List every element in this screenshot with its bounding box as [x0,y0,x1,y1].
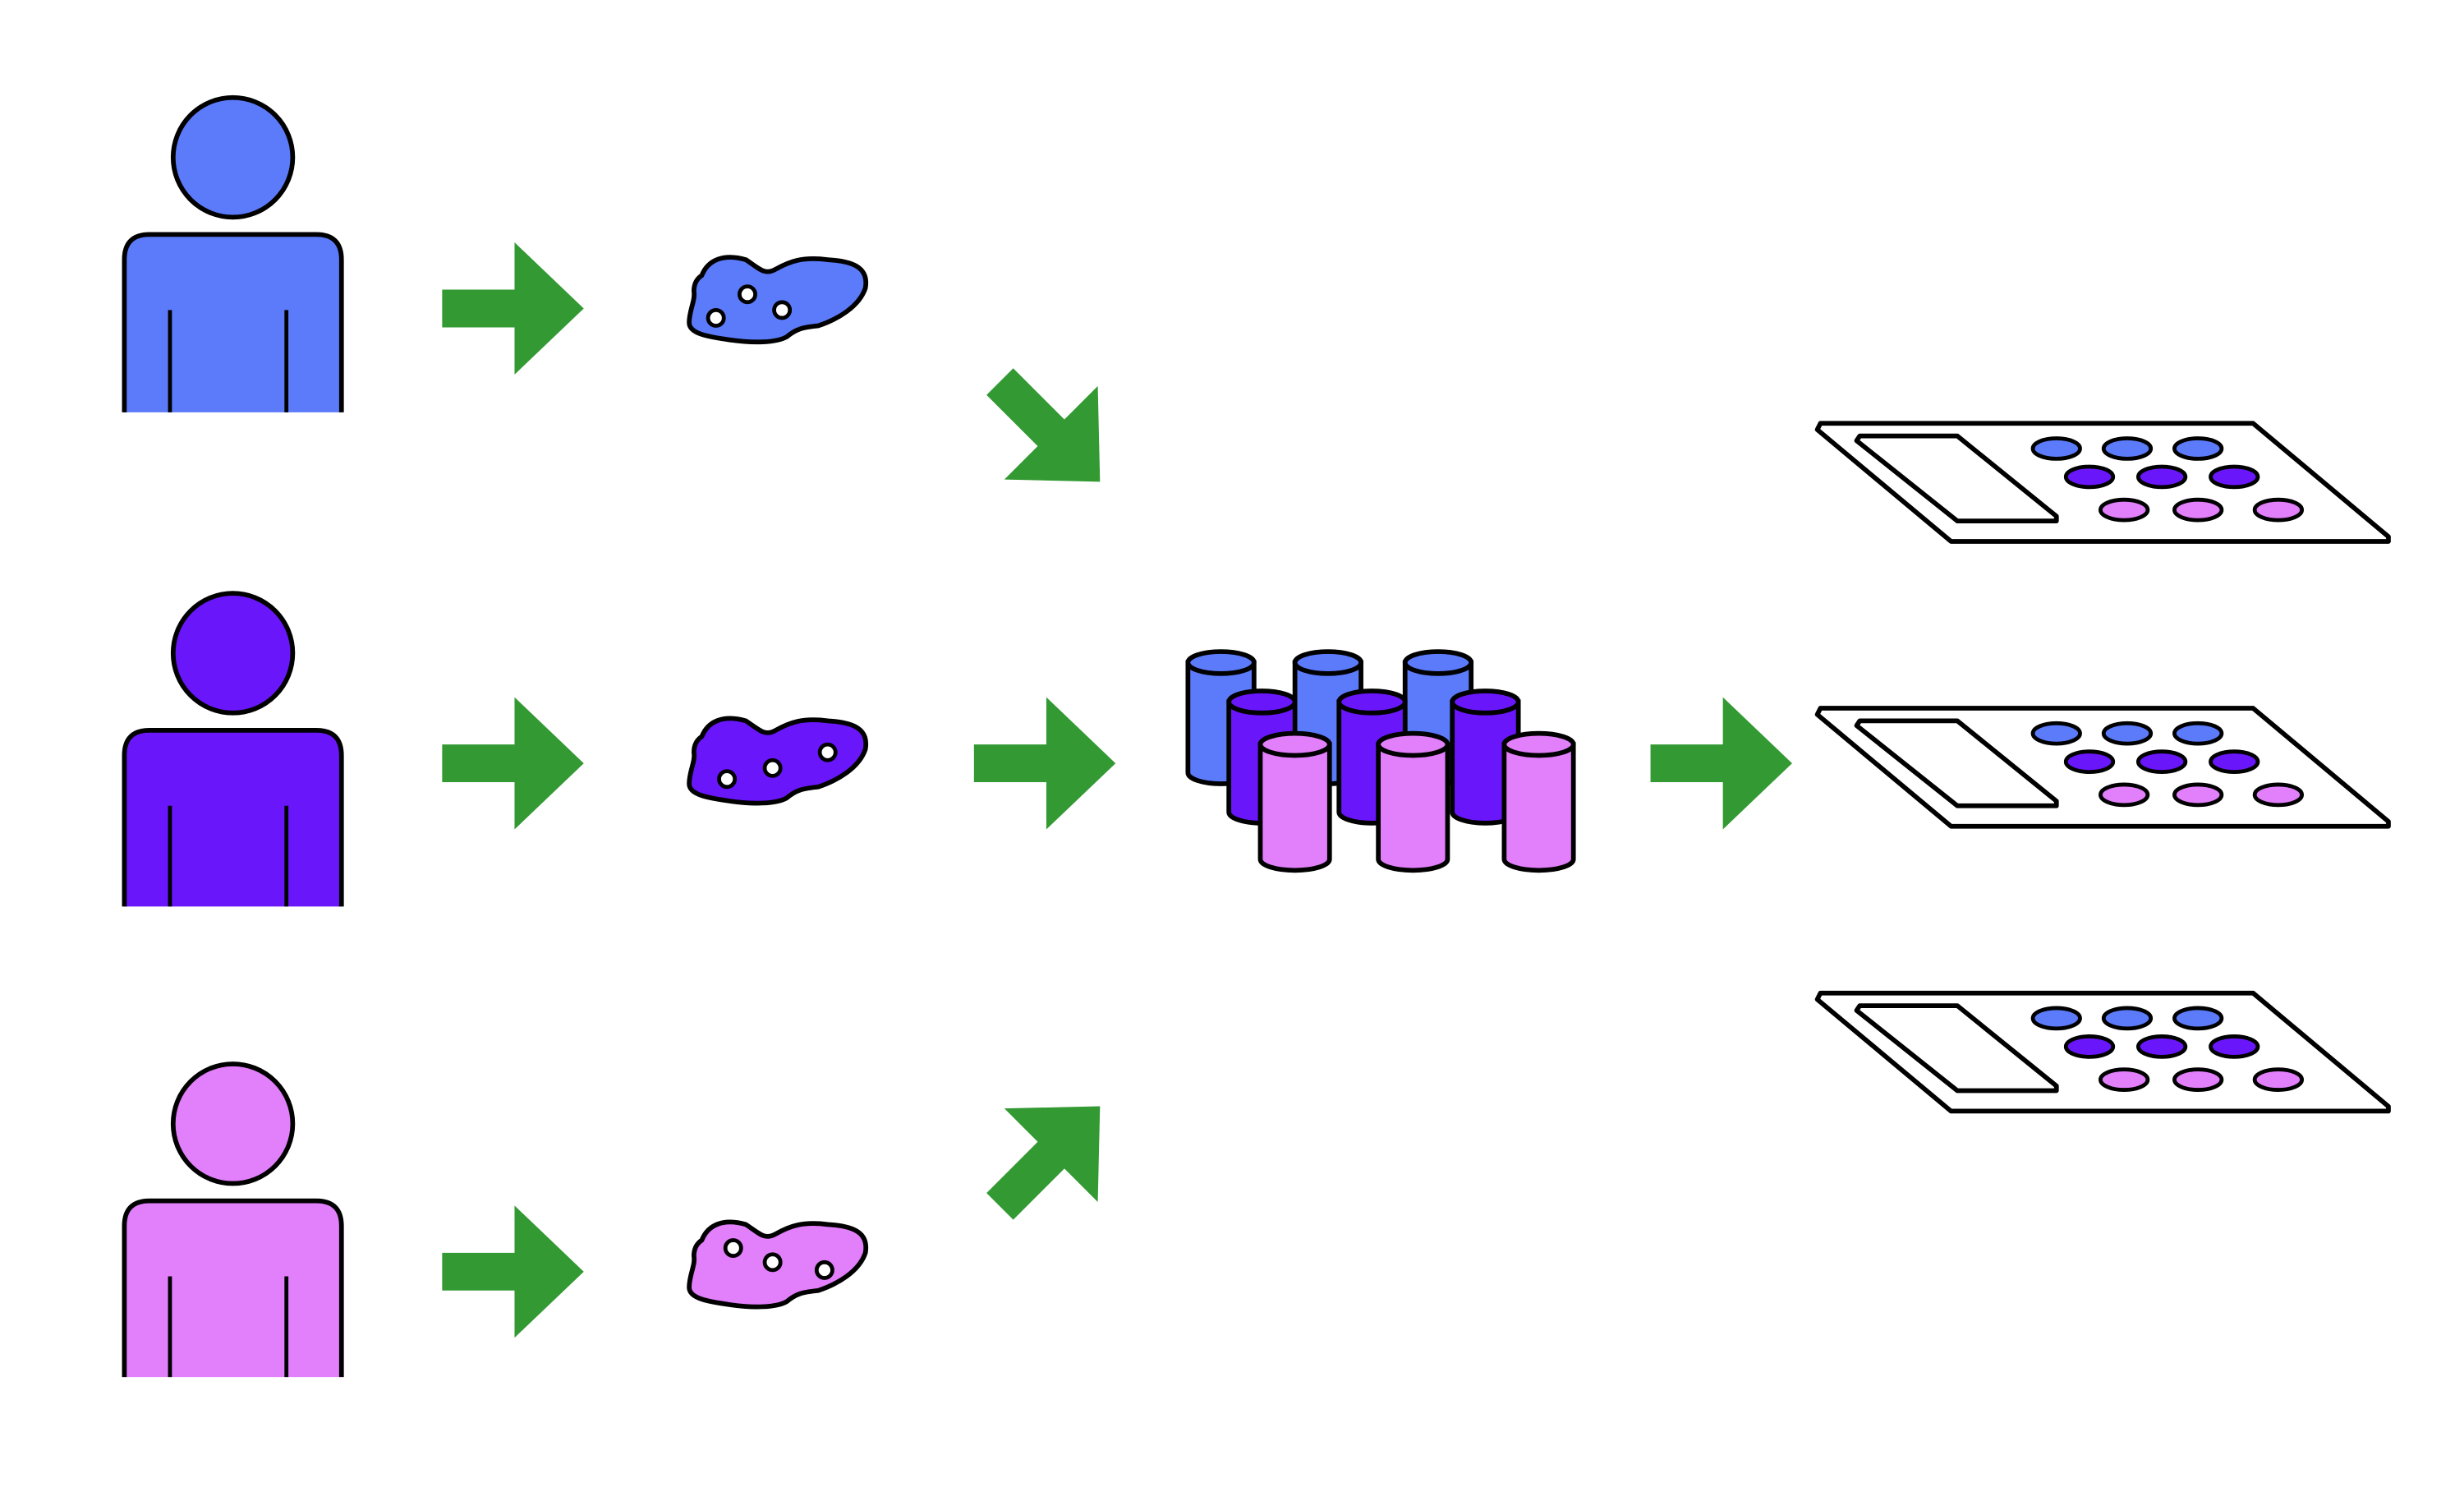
slide-well [2135,749,2188,775]
sample-tube-icon [1501,730,1576,873]
cell-dot [762,1252,783,1273]
slide-well [2063,749,2116,775]
slide-well [2172,721,2224,746]
arrow-group [442,242,1792,1338]
cell-dot [762,758,783,778]
slide-well [2135,1034,2188,1059]
person-icon [122,1061,344,1378]
person-body [122,727,344,907]
slide-well [2172,1006,2224,1031]
donor-column [122,94,344,1378]
arrow-icon [953,334,1147,529]
cell-dot [706,307,726,328]
slide-well [2030,721,2082,746]
sample-tube-icon [1257,730,1332,873]
cell-dot [817,742,838,762]
arrow-icon [442,697,584,830]
slide-well [2101,721,2154,746]
sample-column [689,257,866,1306]
person-head [170,94,296,220]
slide-well [2063,1034,2116,1059]
slide-well [2252,497,2305,523]
slide-label-area [1854,718,2059,808]
arrow-icon [1650,697,1792,830]
slide-well [2099,1067,2150,1092]
slide-well [2172,497,2224,523]
slide-well [2030,1006,2082,1031]
arrow-icon [953,1059,1147,1254]
person-icon [122,591,344,907]
slide-well [2172,1067,2224,1092]
slide-icon [1814,706,2391,829]
tube-top [1402,649,1474,676]
slide-well [2099,782,2150,808]
tube-top [1450,688,1521,716]
slide-well [2209,749,2260,775]
cell-dot [772,300,793,320]
slide-icon [1814,421,2391,544]
slide-well [2209,464,2260,490]
tube-top [1292,649,1363,676]
tube-body [1376,742,1450,873]
person-head [170,591,296,716]
slide-well [2172,782,2224,808]
slide-well [2101,1006,2154,1031]
arrow-icon [442,1205,584,1338]
slide-icon [1814,990,2391,1114]
person-body [122,232,344,412]
person-icon [122,94,344,412]
cell-dot [723,1238,743,1259]
tube-body [1501,742,1576,873]
tube-top [1501,730,1576,758]
slide-column [1814,421,2391,1114]
cell-dot [717,769,738,790]
slide-well [2030,436,2082,461]
tube-top [1336,688,1408,716]
tube-body [1257,742,1332,873]
slide-well [2101,436,2154,461]
slide-well [2063,464,2116,490]
slide-well [2135,464,2188,490]
slide-label-area [1854,433,2059,523]
person-body [122,1198,344,1378]
pooled-tubes [1185,649,1576,873]
sample-tube-icon [1376,730,1450,873]
slide-well [2099,497,2150,523]
cell-dot [738,284,757,305]
tube-top [1185,649,1257,676]
tissue-sample-icon [689,1222,866,1306]
tissue-sample-icon [689,718,866,803]
slide-label-area [1854,1003,2059,1094]
tissue-sample-icon [689,257,866,342]
slide-well [2252,782,2305,808]
tube-top [1257,730,1332,758]
slide-well [2252,1067,2305,1092]
tissue-body [689,257,866,342]
arrow-icon [442,242,584,375]
slide-well [2172,436,2224,461]
arrow-icon [973,697,1116,830]
cell-dot [814,1259,834,1280]
person-head [170,1061,296,1186]
slide-well [2209,1034,2260,1059]
tube-top [1226,688,1298,716]
tube-top [1376,730,1450,758]
